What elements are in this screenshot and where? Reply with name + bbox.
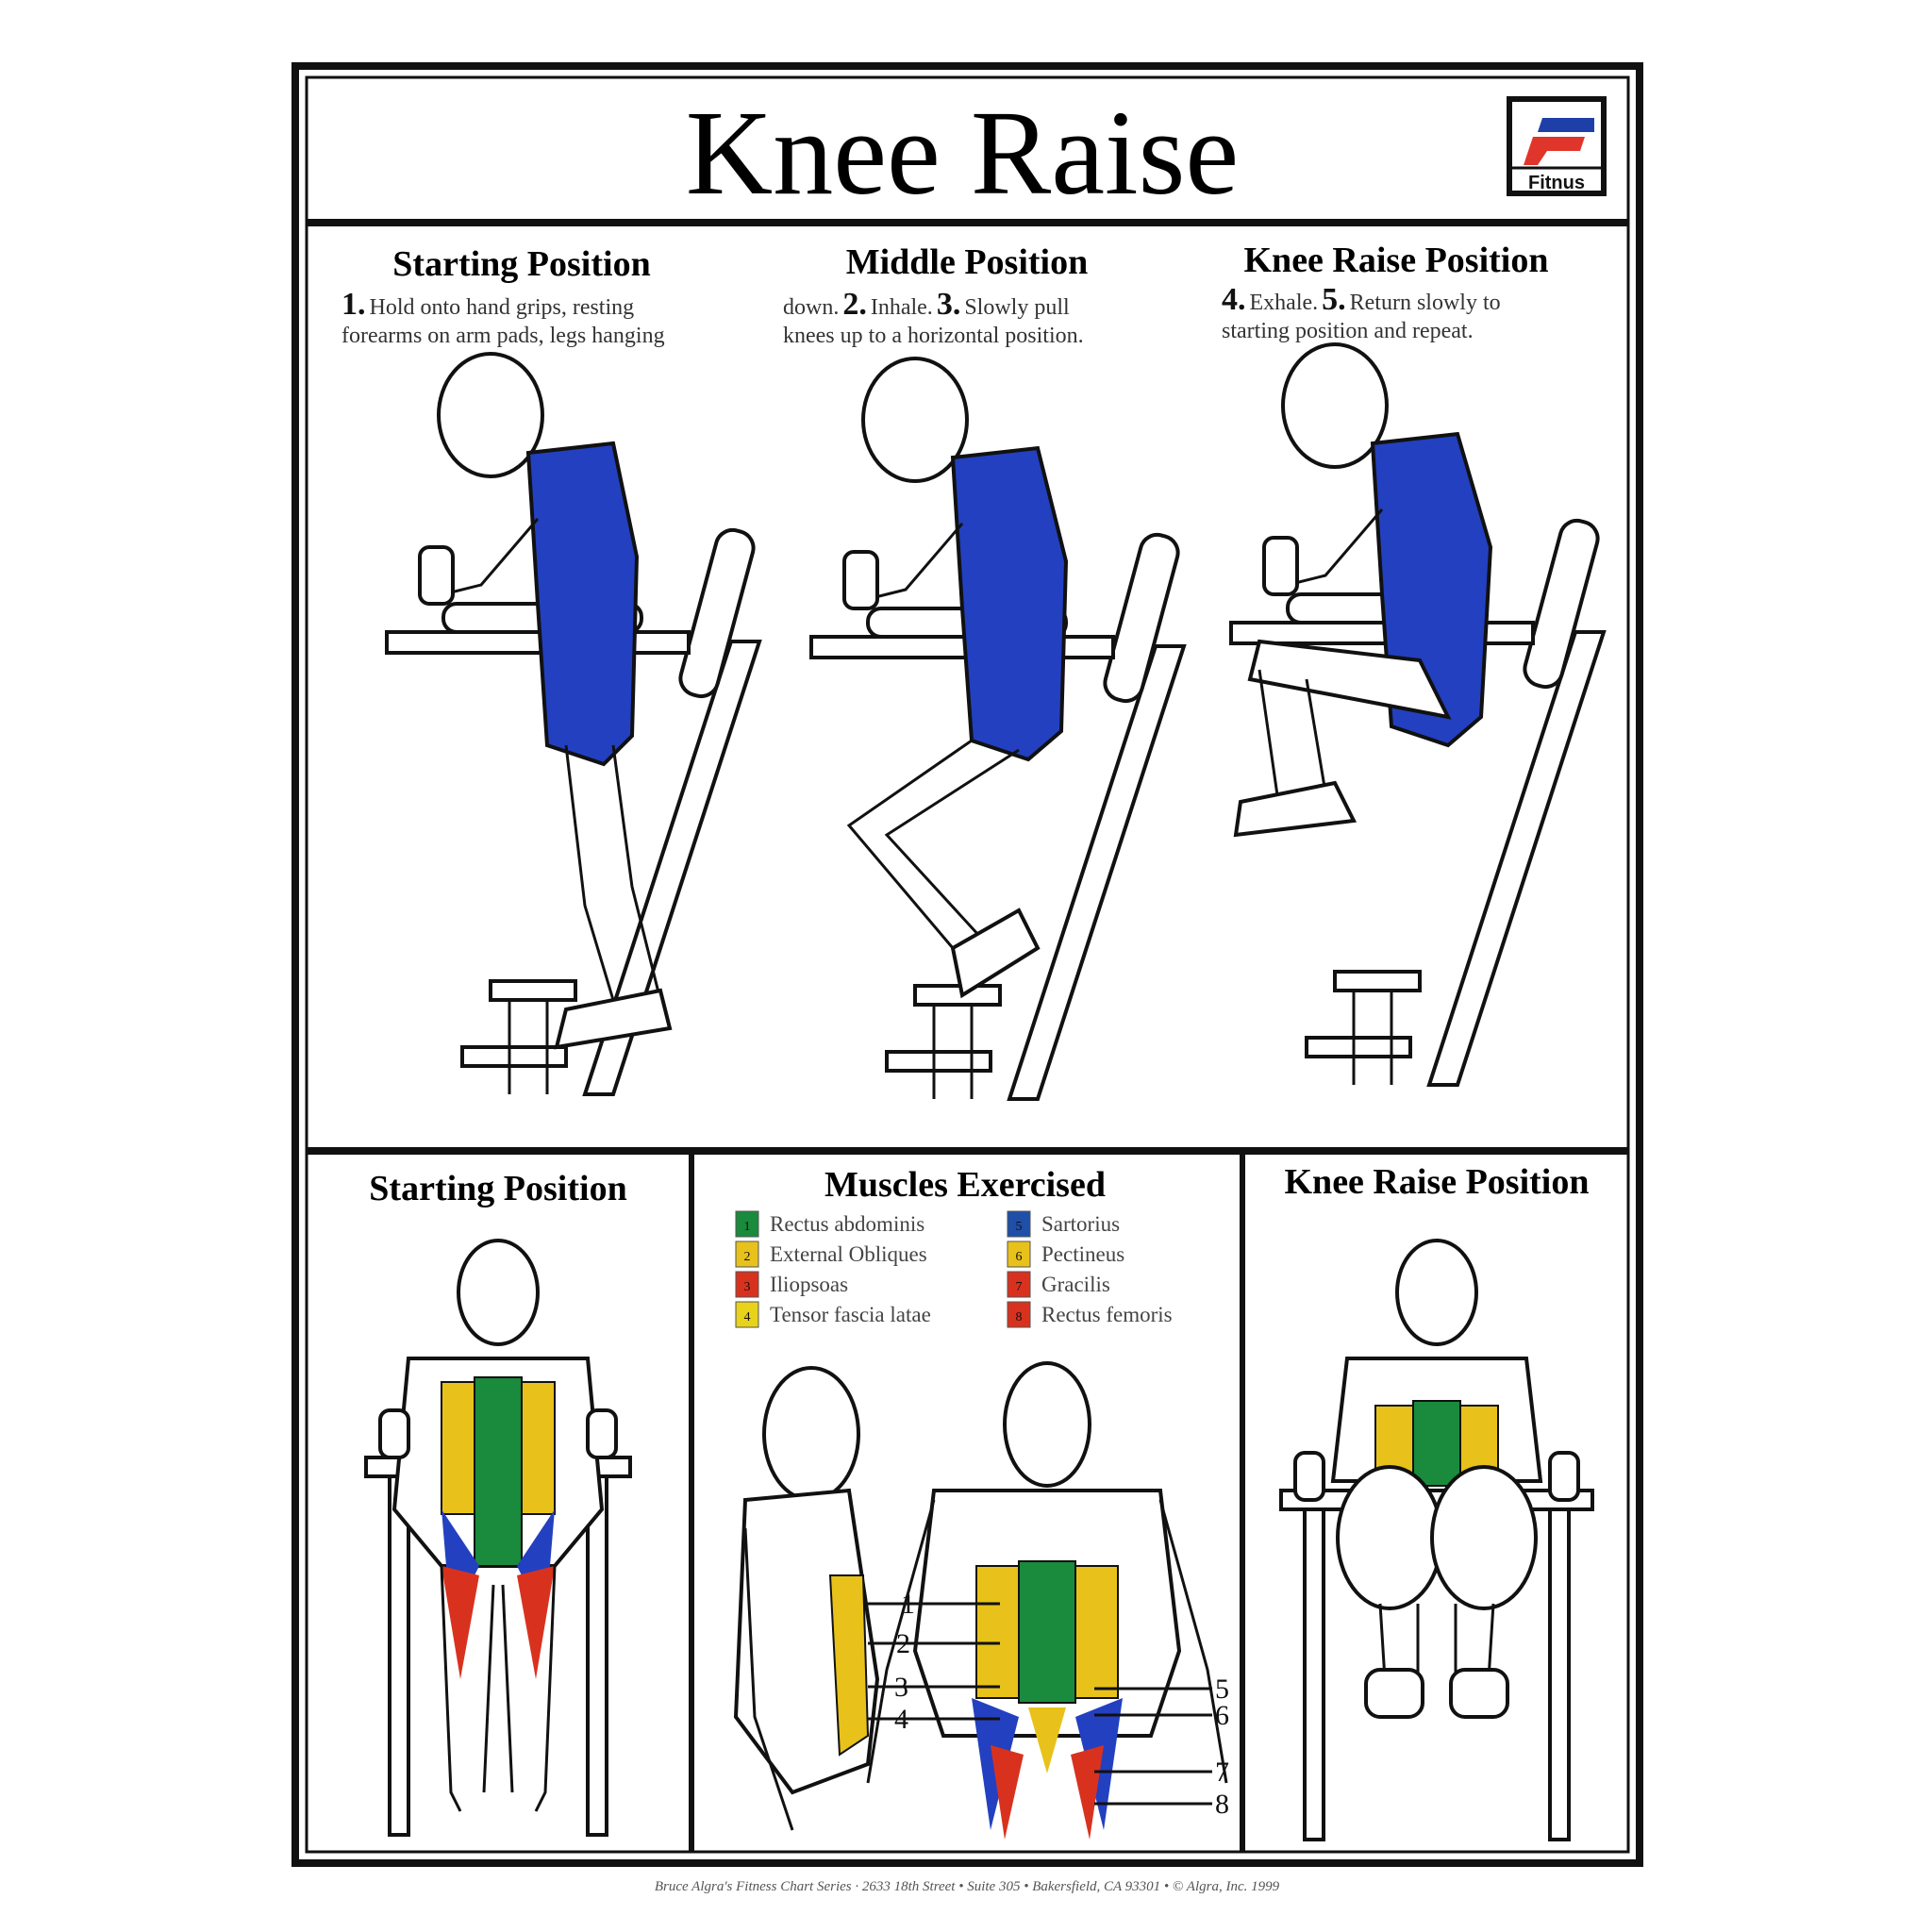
legend-number: 8 bbox=[1016, 1310, 1023, 1324]
page-title: Knee Raise bbox=[686, 86, 1239, 220]
legend-swatch bbox=[735, 1241, 759, 1268]
instruction-line: down. 2. Inhale. 3. Slowly pull bbox=[783, 287, 1070, 322]
diagram-label: 6 bbox=[1215, 1700, 1229, 1731]
heading-bottom-knee-raise-position: Knee Raise Position bbox=[1285, 1162, 1590, 1202]
figure-knee-raise-position bbox=[1229, 342, 1606, 1087]
legend-number: 3 bbox=[744, 1280, 751, 1294]
muscle-front-view bbox=[866, 1361, 1228, 1840]
instruction-line: knees up to a horizontal position. bbox=[783, 324, 1084, 348]
instruction-line: starting position and repeat. bbox=[1222, 319, 1474, 343]
diagram-label: 8 bbox=[1215, 1789, 1229, 1820]
figure-front-starting bbox=[364, 1239, 632, 1837]
legend-label: Iliopsoas bbox=[770, 1273, 848, 1296]
legend-swatch bbox=[735, 1301, 759, 1328]
footer-credits: Bruce Algra's Fitness Chart Series · 263… bbox=[655, 1879, 1280, 1894]
muscle-legend: 1 Rectus abdominis 2 External Obliques 3 Ilio… bbox=[735, 1210, 1173, 1328]
instruction-line: 1. Hold onto hand grips, resting bbox=[341, 287, 634, 322]
legend-swatch bbox=[1007, 1271, 1031, 1298]
legend-number: 2 bbox=[744, 1250, 751, 1264]
logo-text: Fitnus bbox=[1528, 173, 1585, 193]
heading-starting-position: Starting Position bbox=[392, 244, 650, 284]
legend-label: Rectus femoris bbox=[1041, 1303, 1173, 1326]
legend-number: 6 bbox=[1016, 1250, 1023, 1264]
diagram-label: 2 bbox=[896, 1628, 910, 1659]
heading-bottom-starting-position: Starting Position bbox=[369, 1169, 626, 1208]
legend-number: 1 bbox=[744, 1220, 751, 1234]
legend-swatch bbox=[735, 1210, 759, 1238]
legend-swatch bbox=[1007, 1210, 1031, 1238]
muscle-side-view bbox=[733, 1366, 880, 1831]
diagram-label: 5 bbox=[1215, 1674, 1229, 1705]
legend-label: External Obliques bbox=[770, 1242, 927, 1266]
diagram-number-labels: 1 2 3 4 5 6 7 8 bbox=[868, 1589, 1229, 1820]
legend-number: 5 bbox=[1016, 1220, 1023, 1234]
heading-muscles-exercised: Muscles Exercised bbox=[824, 1165, 1106, 1205]
figure-middle-position bbox=[809, 357, 1186, 1101]
legend-swatch bbox=[1007, 1301, 1031, 1328]
chart-frame bbox=[291, 62, 1643, 1867]
legend-label: Gracilis bbox=[1041, 1273, 1110, 1296]
legend-label: Pectineus bbox=[1041, 1242, 1124, 1266]
instruction-line: 4. Exhale. 5. Return slowly to bbox=[1222, 282, 1501, 317]
figure-starting-position bbox=[385, 352, 761, 1096]
diagram-label: 4 bbox=[894, 1704, 908, 1735]
diagram-label: 3 bbox=[894, 1672, 908, 1703]
instruction-line: forearms on arm pads, legs hanging bbox=[341, 324, 665, 348]
legend-swatch bbox=[1007, 1241, 1031, 1268]
legend-number: 7 bbox=[1016, 1280, 1023, 1294]
diagram-label: 1 bbox=[901, 1589, 915, 1620]
legend-label: Sartorius bbox=[1041, 1212, 1120, 1236]
legend-label: Tensor fascia latae bbox=[770, 1303, 931, 1326]
legend-swatch bbox=[735, 1271, 759, 1298]
heading-middle-position: Middle Position bbox=[846, 242, 1089, 282]
heading-knee-raise-position: Knee Raise Position bbox=[1244, 241, 1549, 280]
diagram-label: 7 bbox=[1215, 1757, 1229, 1788]
figure-front-knee-raise bbox=[1279, 1239, 1594, 1841]
fitnus-logo: Fitnus bbox=[1507, 96, 1607, 196]
legend-number: 4 bbox=[744, 1310, 751, 1324]
legend-label: Rectus abdominis bbox=[770, 1212, 924, 1236]
